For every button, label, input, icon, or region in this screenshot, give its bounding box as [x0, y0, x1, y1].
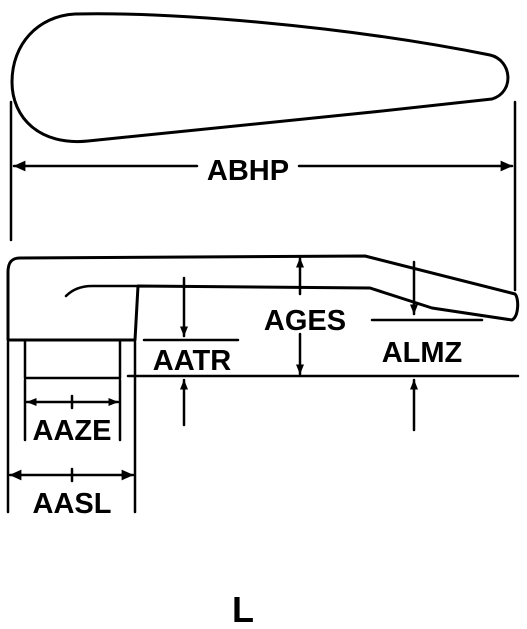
handle-hub — [23, 338, 122, 380]
label-abhp: ABHP — [207, 155, 289, 187]
style-letter: L — [232, 589, 254, 629]
label-aaze: AAZE — [33, 415, 112, 447]
handle-top-view-outline — [10, 12, 510, 144]
handle-side-view-outline — [6, 254, 520, 342]
label-ages: AGES — [264, 305, 346, 337]
handle-inner-groove — [64, 284, 140, 298]
label-almz: ALMZ — [382, 337, 463, 369]
label-aatr: AATR — [153, 345, 231, 377]
label-aasl: AASL — [33, 488, 112, 520]
